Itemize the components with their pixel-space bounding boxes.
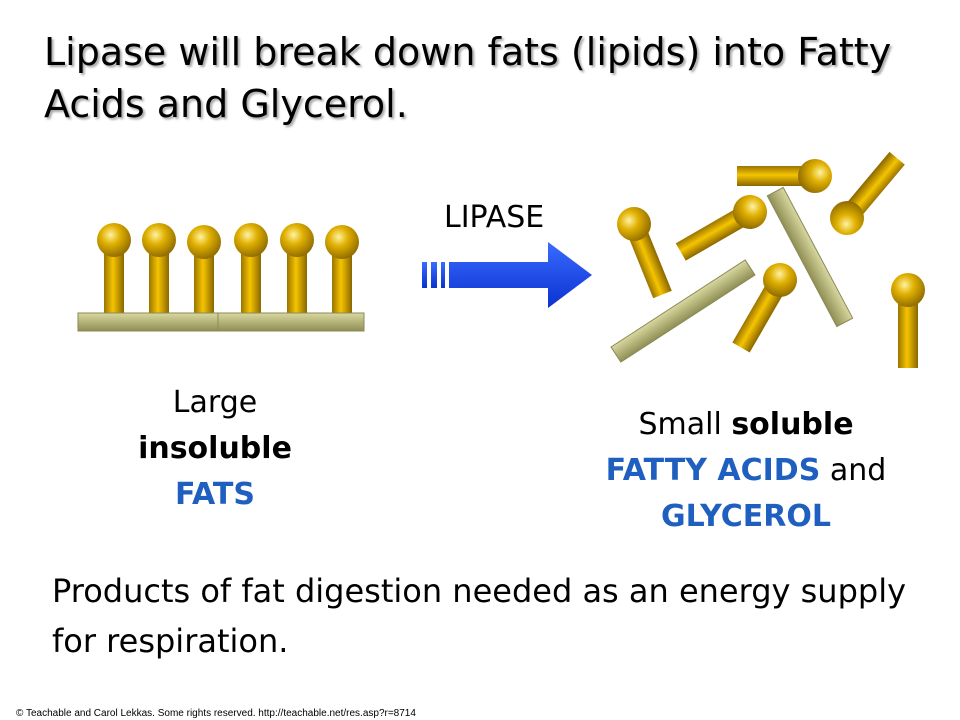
fatty-acid-chain <box>234 223 268 320</box>
glycerol-piece <box>610 259 756 363</box>
products-small: Small <box>638 407 722 442</box>
fatty-acid <box>891 273 925 368</box>
fatty-acid <box>617 207 672 299</box>
slide-title: Lipase will break down fats (lipids) int… <box>44 30 892 126</box>
fats-caption-line3: FATS <box>174 477 255 512</box>
products <box>610 151 925 368</box>
fatty-acid <box>830 151 905 235</box>
products-glycerol: GLYCEROL <box>661 499 831 534</box>
fatty-acid <box>675 195 767 261</box>
products-caption: Small soluble FATTY ACIDS and GLYCEROL <box>586 402 906 540</box>
energy-note: Products of fat digestion needed as an e… <box>52 572 907 660</box>
fatty-acid <box>732 263 797 353</box>
fatty-acid-chain <box>142 223 176 320</box>
products-fatty-acids: FATTY ACIDS <box>605 453 821 488</box>
fatty-acid-chain <box>280 223 314 320</box>
glycerol-piece <box>766 186 854 328</box>
fatty-acid-chain <box>325 225 359 320</box>
fat-molecule <box>77 223 365 332</box>
fatty-acid-chain <box>97 223 131 320</box>
fats-caption-line1: Large <box>172 385 258 420</box>
products-and: and <box>829 453 887 488</box>
fatty-acid-chain <box>187 225 221 320</box>
fatty-acid <box>737 159 832 193</box>
fats-caption: Large insoluble FATS <box>110 380 320 518</box>
reaction-arrow <box>422 242 592 308</box>
glycerol-backbone <box>77 312 365 332</box>
credit-line: © Teachable and Carol Lekkas. Some right… <box>16 708 416 719</box>
lipase-label: LIPASE <box>444 200 545 235</box>
fats-caption-line2: insoluble <box>138 431 292 466</box>
products-soluble: soluble <box>731 407 854 442</box>
